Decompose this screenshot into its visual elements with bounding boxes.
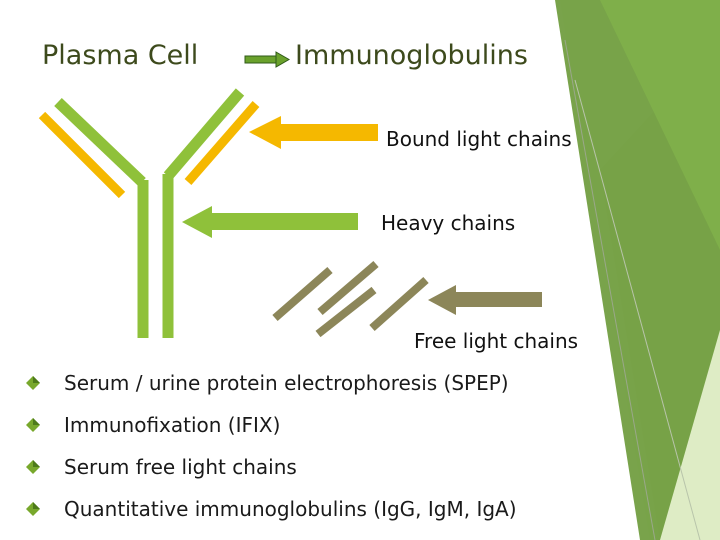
title-immunoglobulins: Immunoglobulins [295,40,528,71]
decor-line [564,39,656,540]
bullet-list: Serum / urine protein electrophoresis (S… [26,368,517,536]
label-free-light-chains: Free light chains [414,329,579,353]
diamond-bullet-icon [26,502,40,516]
decor-mid-band [600,0,720,250]
bullet-item: Immunofixation (IFIX) [26,410,517,452]
free-light-chain-1 [272,266,333,322]
arrow-icon-bound-light [249,116,378,149]
title-plasma-cell: Plasma Cell [42,40,199,71]
decor-line-2 [574,79,701,540]
bullet-text: Immunofixation (IFIX) [64,413,281,437]
diamond-bullet-icon [26,460,40,474]
label-heavy-chains: Heavy chains [381,211,516,235]
heavy-chain-arm-right [163,88,245,180]
bound-light-chain-right [184,101,260,185]
bullet-item: Serum free light chains [26,452,517,494]
arrow-icon-heavy [182,206,358,238]
bullet-item: Serum / urine protein electrophoresis (S… [26,368,517,410]
free-light-chain-4 [369,277,429,331]
arrow-icon-free-light [428,285,542,315]
bullet-text: Serum / urine protein electrophoresis (S… [64,371,509,395]
free-light-chain-2 [317,260,379,316]
right-arrow-icon [244,51,291,68]
heavy-chain-arm-left [54,98,146,186]
free-light-chain-3 [315,286,377,338]
diamond-bullet-icon [26,376,40,390]
bound-light-chain-left [38,111,126,199]
bullet-item: Quantitative immunoglobulins (IgG, IgM, … [26,494,517,536]
bullet-text: Quantitative immunoglobulins (IgG, IgM, … [64,497,517,521]
diamond-bullet-icon [26,418,40,432]
label-bound-light-chains: Bound light chains [386,127,572,151]
bullet-text: Serum free light chains [64,455,297,479]
